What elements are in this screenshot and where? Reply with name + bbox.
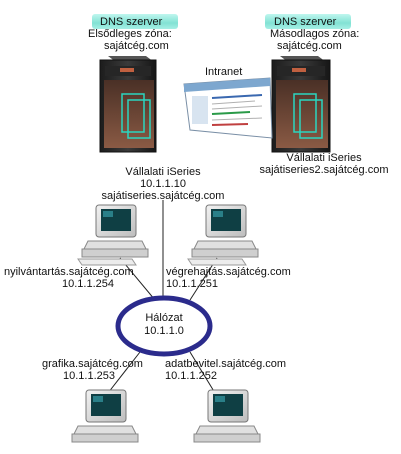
client-nyilvantartas-host: nyilvántartás.sajátcég.com: [4, 266, 134, 278]
intranet-page-icon: [183, 77, 273, 139]
client-grafika-host: grafika.sajátcég.com: [42, 358, 143, 370]
secondary-server-icon: [271, 56, 331, 153]
primary-server-ip: 10.1.1.10: [140, 178, 186, 190]
client-adatbevitel-ip: 10.1.1.252: [165, 370, 217, 382]
secondary-zone-label: Másodlagos zóna:: [270, 28, 360, 40]
client-vegrehajtas-ip: 10.1.1.251: [166, 278, 218, 290]
workstation-icon-nyilvantartas: [77, 204, 149, 266]
link-grafika: [107, 351, 141, 394]
intranet-label: Intranet: [205, 66, 243, 78]
primary-server-icon: [99, 56, 157, 153]
network-ip: 10.1.1.0: [144, 325, 184, 337]
workstation-icon-adatbevitel: [193, 389, 261, 443]
client-vegrehajtas-host: végrehajtás.sajátcég.com: [166, 266, 291, 278]
secondary-dns-highlight: [265, 14, 351, 29]
primary-dns-label: DNS szerver: [100, 16, 163, 28]
workstation-icon-grafika: [71, 389, 139, 443]
secondary-server-host: sajátiseries2.sajátcég.com: [259, 164, 389, 176]
secondary-dns-label: DNS szerver: [274, 16, 337, 28]
client-nyilvantartas-ip: 10.1.1.254: [62, 278, 114, 290]
primary-server-host: sajátiseries.sajátcég.com: [101, 190, 225, 202]
primary-zone-value: sajátcég.com: [104, 40, 169, 52]
client-grafika-ip: 10.1.1.253: [63, 370, 115, 382]
network-label: Hálózat: [145, 312, 183, 324]
workstation-icon-vegrehajtas: [187, 204, 259, 266]
secondary-zone-value: sajátcég.com: [277, 40, 342, 52]
primary-dns-highlight: [92, 14, 178, 29]
link-adatbevitel: [189, 351, 216, 394]
network-ring: [115, 295, 213, 357]
client-adatbevitel-host: adatbevitel.sajátcég.com: [165, 358, 287, 370]
primary-zone-label: Elsődleges zóna:: [88, 28, 172, 40]
secondary-server-name: Vállalati iSeries: [286, 152, 362, 164]
primary-server-name: Vállalati iSeries: [125, 166, 201, 178]
